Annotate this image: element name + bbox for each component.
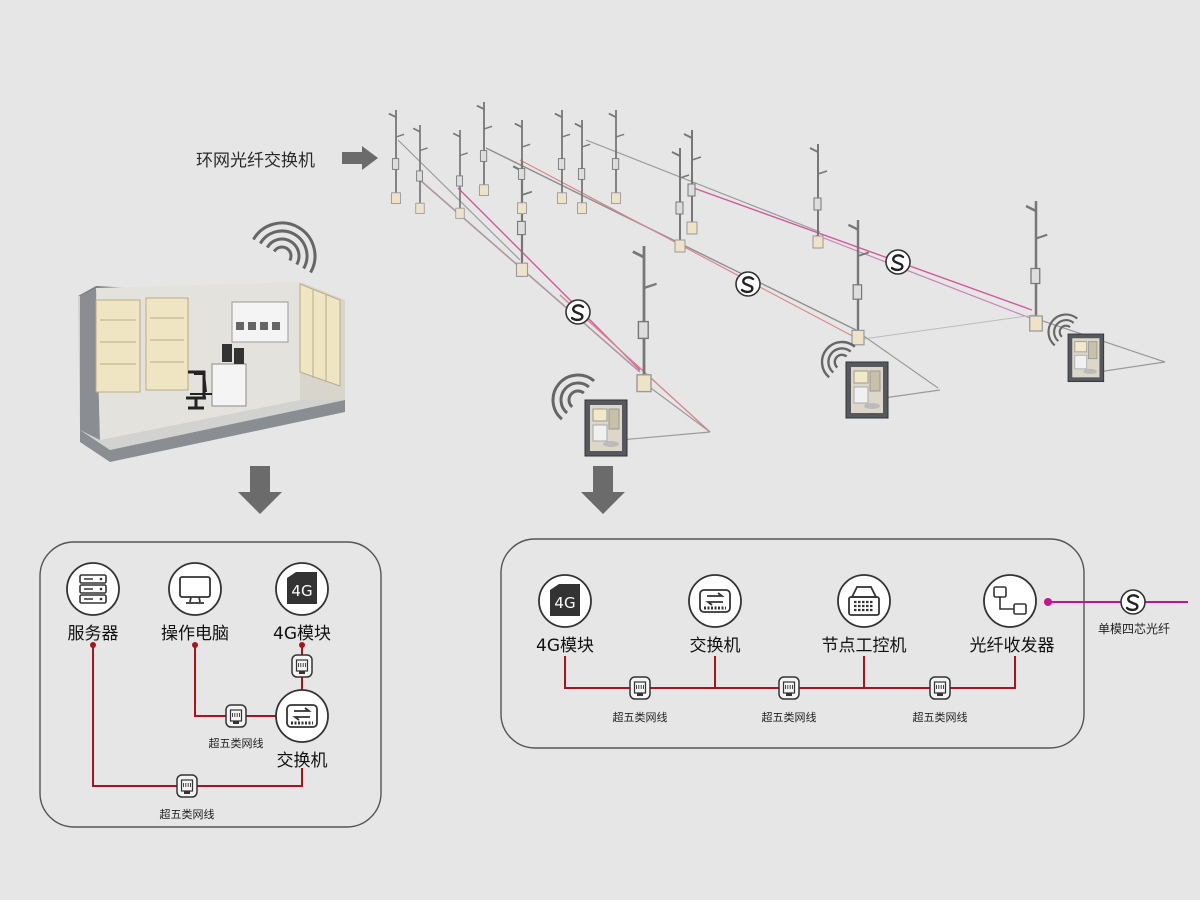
4g-icon: 4G	[538, 574, 592, 628]
switch-icon	[275, 689, 329, 743]
server-icon	[66, 562, 120, 616]
field-network-illustration	[387, 101, 1166, 457]
cable-label: 超五类网线	[208, 737, 264, 750]
cable-label: 超五类网线	[159, 808, 215, 821]
server-label: 服务器	[67, 624, 119, 644]
fiber-splice-icon	[1119, 588, 1147, 616]
rj45-icon	[176, 774, 198, 798]
fiber-transceiver-label: 光纤收发器	[969, 636, 1055, 656]
fiber-label: 单模四芯光纤	[1097, 622, 1171, 636]
cable-label: 超五类网线	[761, 711, 817, 724]
monitor-icon	[168, 562, 222, 616]
node-controller-label: 节点工控机	[821, 636, 907, 656]
rj45-icon	[929, 676, 951, 700]
cable-label: 超五类网线	[912, 711, 968, 724]
field-node-box	[500, 538, 1085, 749]
ring-switch-arrow	[342, 146, 378, 170]
4g-module-label: 4G模块	[536, 636, 594, 656]
cable-label: 超五类网线	[612, 711, 668, 724]
rj45-icon	[225, 704, 247, 728]
control-room-illustration	[78, 220, 345, 462]
down-arrow-left	[238, 466, 282, 514]
rj45-icon	[778, 676, 800, 700]
switch-label: 交换机	[689, 636, 741, 656]
industrial-pc-icon	[837, 574, 891, 628]
down-arrow-right	[581, 466, 625, 514]
rj45-icon	[629, 676, 651, 700]
4g-module-label: 4G模块	[273, 624, 331, 644]
operator-pc-label: 操作电脑	[161, 624, 229, 644]
control-room-box	[39, 541, 382, 828]
switch-icon	[688, 574, 742, 628]
4g-icon: 4G	[275, 562, 329, 616]
switch-label: 交换机	[276, 751, 328, 771]
4g-icon-text: 4G	[554, 594, 575, 612]
4g-icon-text: 4G	[291, 582, 312, 600]
fiber-transceiver-icon	[983, 574, 1037, 628]
left-box-cables	[92, 645, 303, 787]
ring-switch-label: 环网光纤交换机	[196, 151, 315, 171]
rj45-icon	[291, 654, 313, 678]
